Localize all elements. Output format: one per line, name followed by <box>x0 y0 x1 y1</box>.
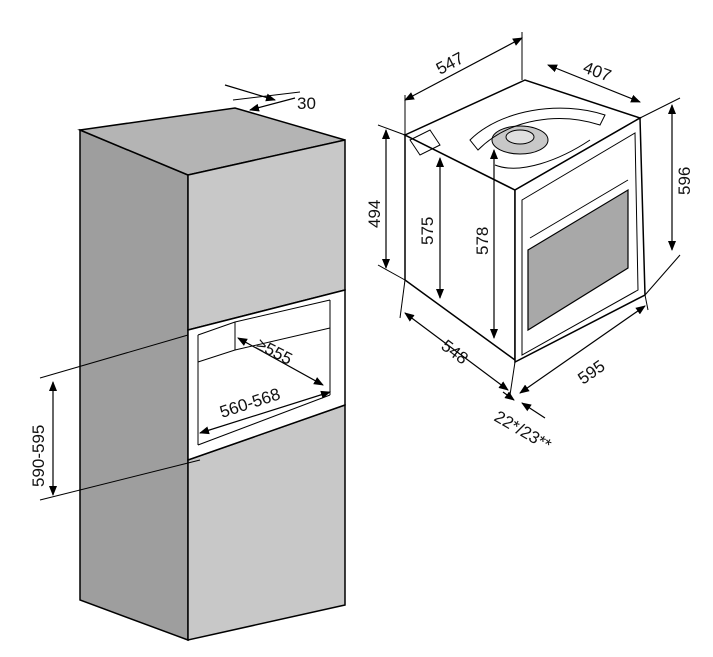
label-niche-height: 590-595 <box>29 425 48 487</box>
label-595: 595 <box>574 356 608 388</box>
label-575: 575 <box>418 217 437 245</box>
label-547: 547 <box>433 48 467 78</box>
label-578: 578 <box>473 227 492 255</box>
dim-niche-height: 590-595 <box>29 334 201 501</box>
oven-window <box>527 188 629 332</box>
oven: 547 407 596 494 575 578 <box>365 32 694 455</box>
cabinet: 30 ≥555 560-568 590-595 <box>29 84 346 642</box>
dim-oven-depth-top-inner: 407 <box>547 58 641 103</box>
dim-oven-side-height: 494 <box>365 124 406 281</box>
dim-oven-inner-height-b: 578 <box>473 149 498 339</box>
oven-top-grate <box>469 107 606 169</box>
cabinet-side-panel <box>79 128 189 642</box>
label-30: 30 <box>297 94 316 113</box>
dim-niche-depth-top: 30 <box>224 84 316 113</box>
dim-front-panel-depth: 22*/23** <box>491 391 555 455</box>
dim-oven-height-total: 596 <box>639 97 694 296</box>
label-596: 596 <box>675 167 694 195</box>
label-494: 494 <box>365 200 384 228</box>
label-407: 407 <box>581 58 614 86</box>
dim-oven-inner-height-a: 575 <box>418 157 444 299</box>
label-22-23: 22*/23** <box>491 407 555 455</box>
